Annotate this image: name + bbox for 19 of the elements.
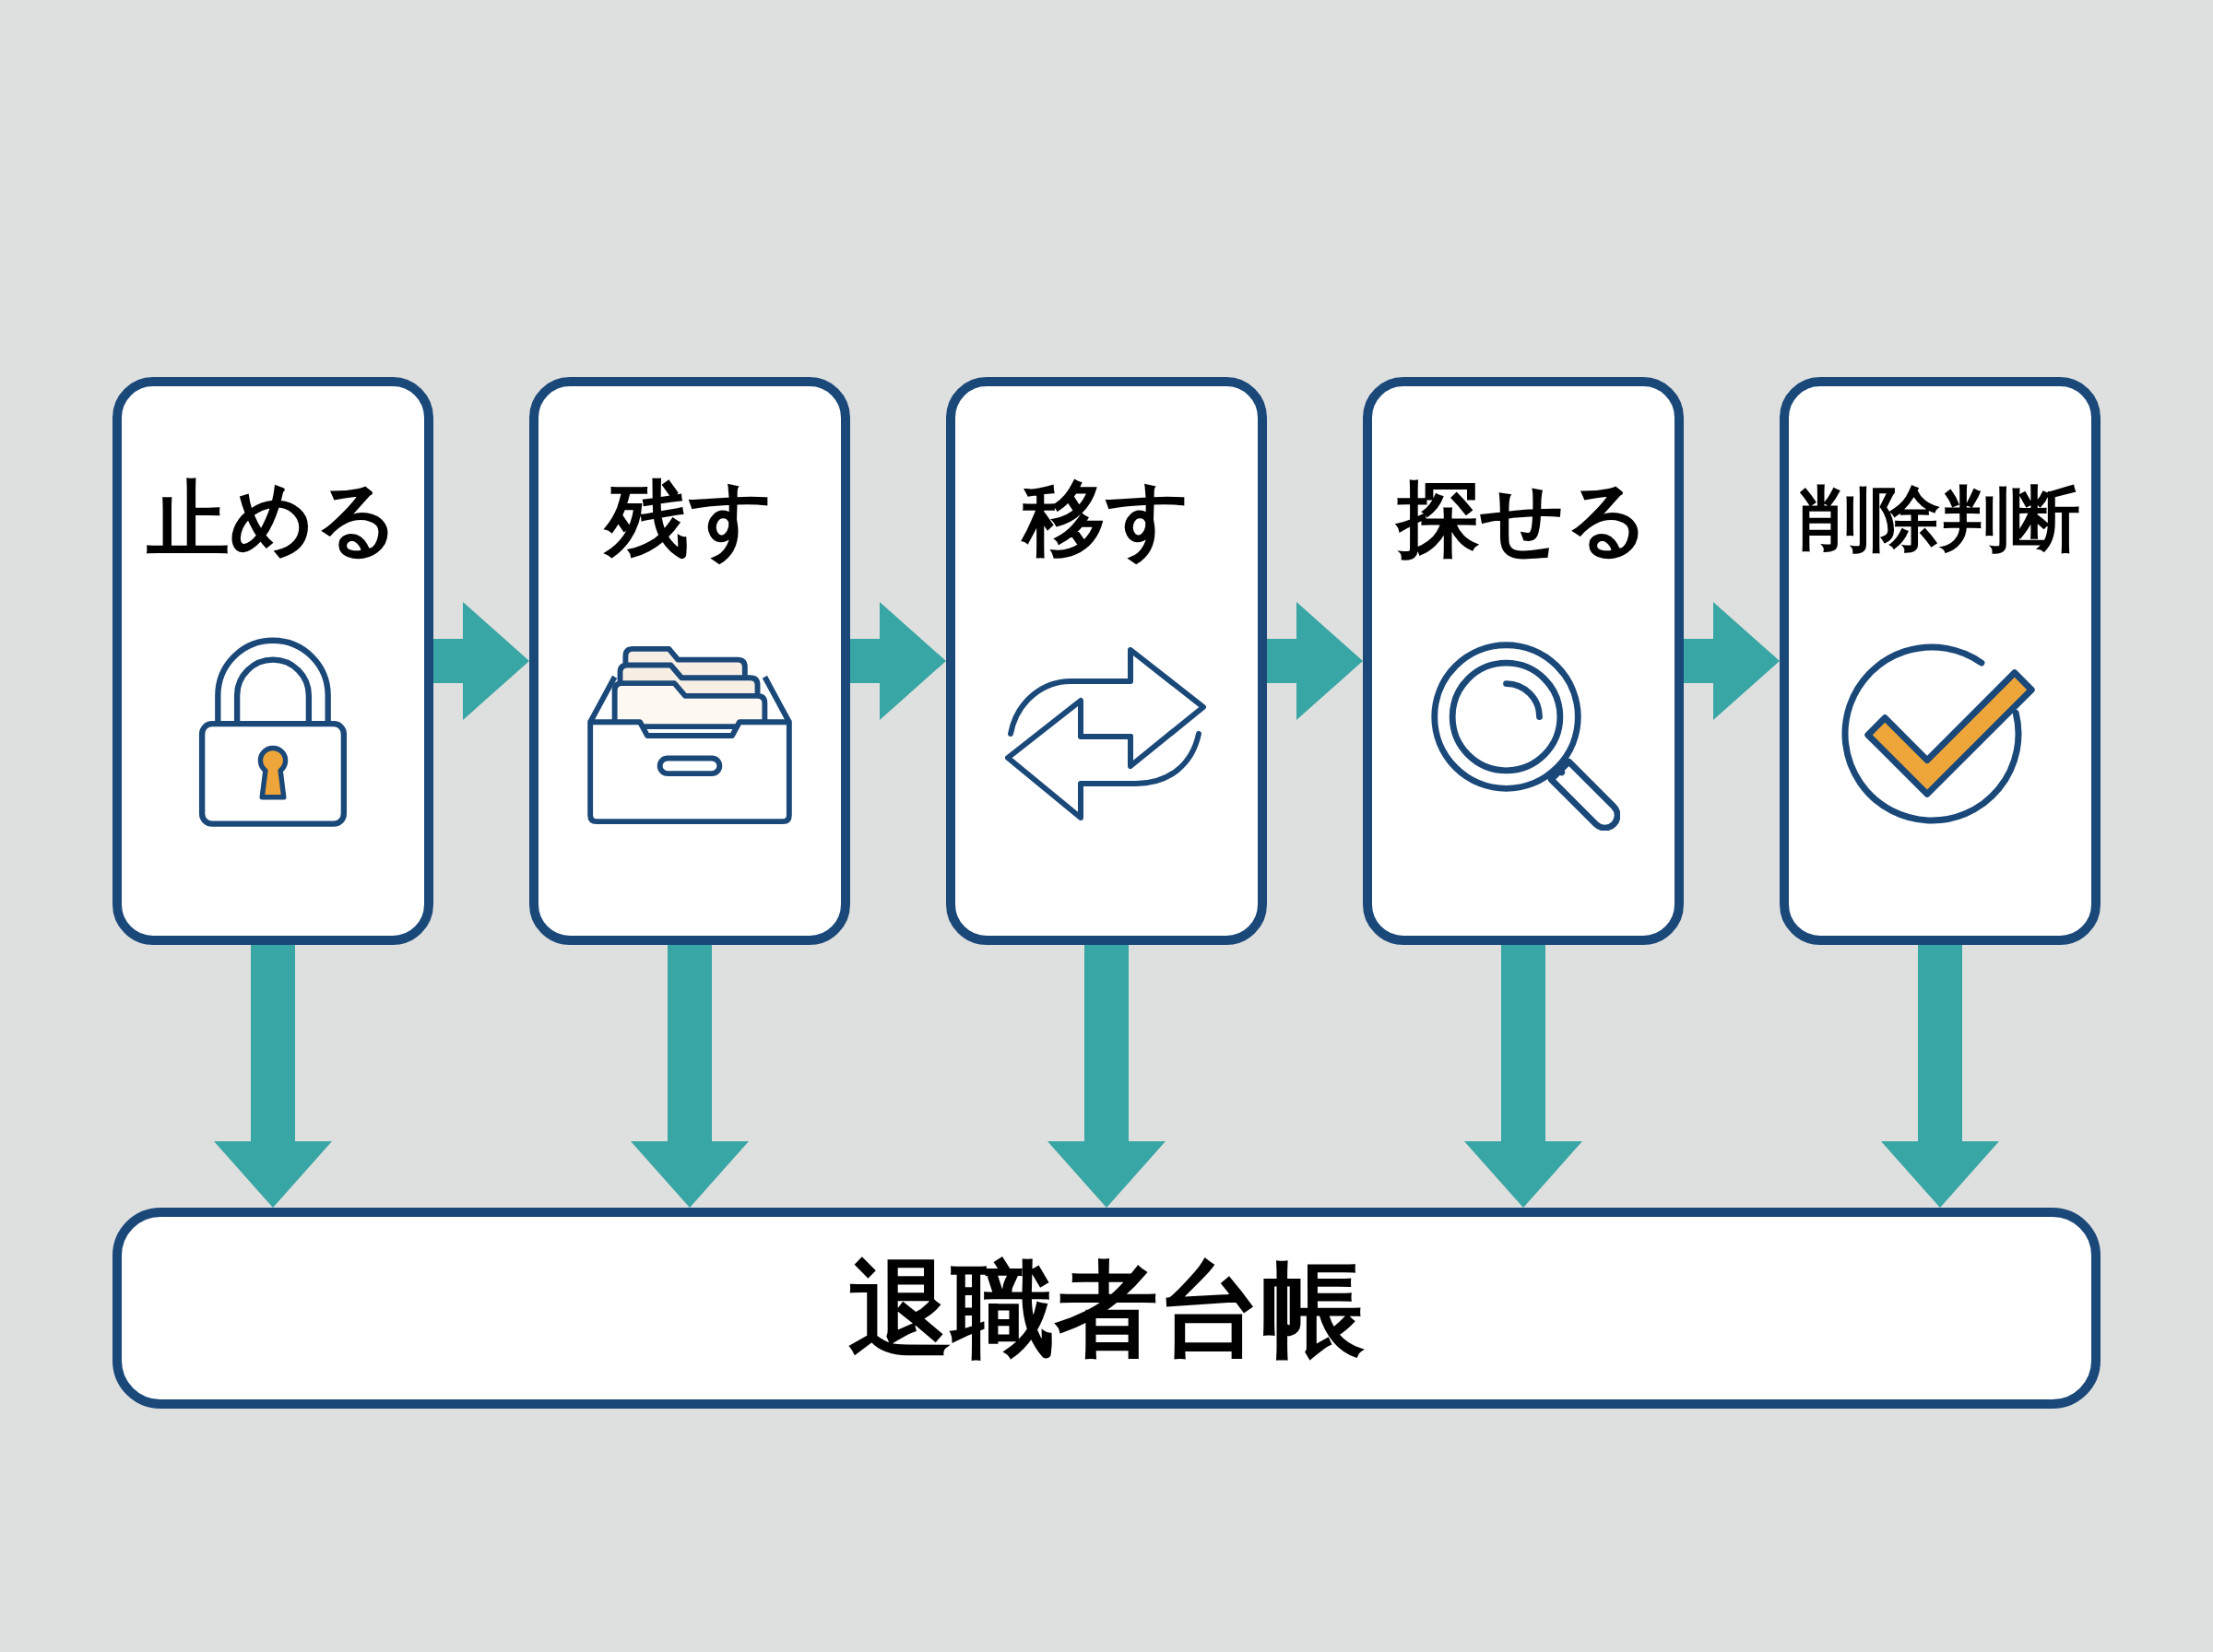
arrow (1684, 602, 1780, 720)
step-card (112, 377, 433, 945)
arrow (1267, 602, 1363, 720)
step-card (1780, 377, 2101, 945)
step-card (946, 377, 1267, 945)
step-label: 移す (1023, 471, 1190, 567)
arrow (1464, 945, 1582, 1208)
arrow (433, 602, 529, 720)
arrow (631, 945, 749, 1208)
ledger-label: 退職者台帳 (848, 1249, 1365, 1369)
arrow (850, 602, 946, 720)
arrow (1881, 945, 1999, 1208)
step-card (529, 377, 850, 945)
ledger-box (112, 1208, 2101, 1409)
step-label: 削除判断 (1800, 478, 2080, 560)
step-card (1363, 377, 1684, 945)
step-label: 探せる (1397, 471, 1650, 567)
arrow (1047, 945, 1166, 1208)
step-label: 止める (147, 471, 399, 567)
